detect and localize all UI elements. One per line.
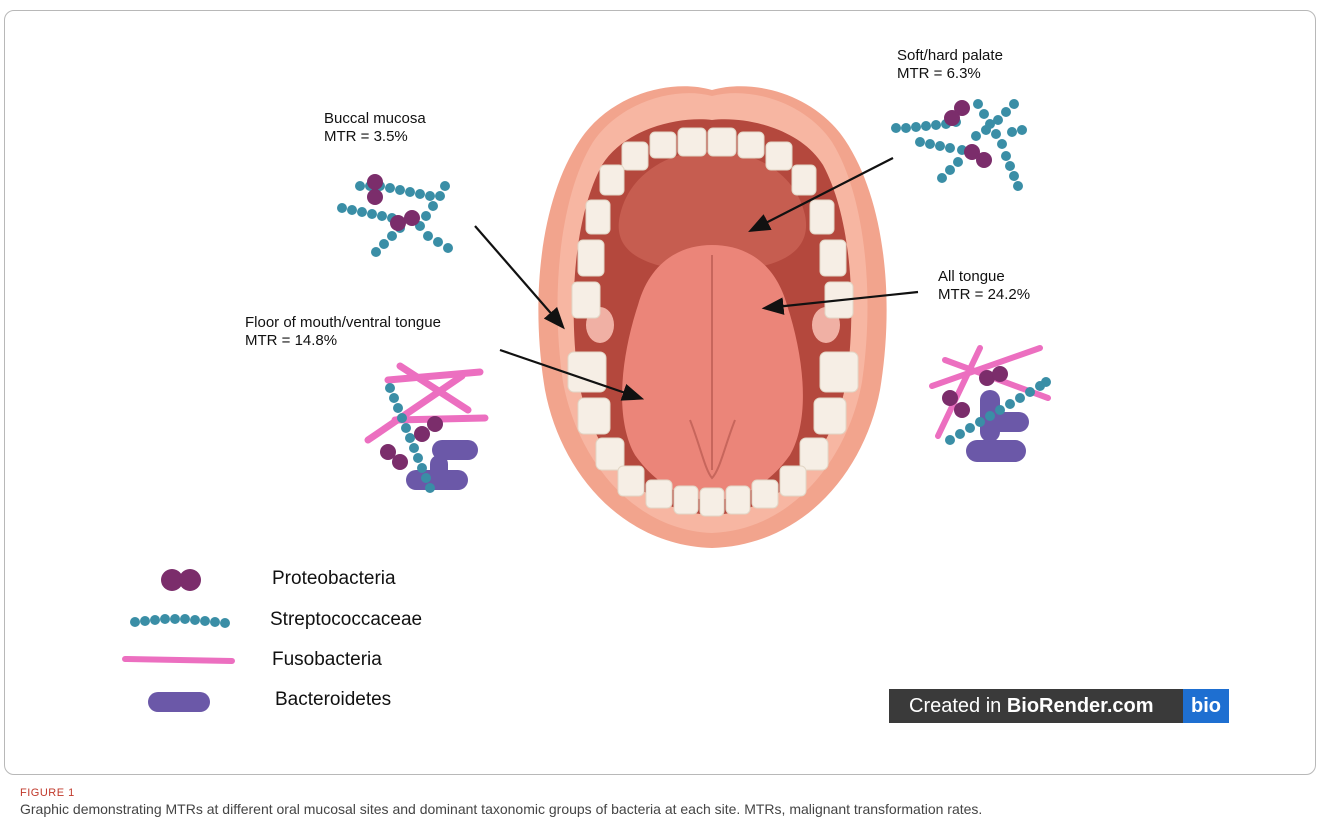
- buccal-site-label: Buccal mucosa MTR = 3.5%: [324, 110, 426, 146]
- floor-mtr-value: MTR = 14.8%: [245, 332, 441, 350]
- palate-mtr-value: MTR = 6.3%: [897, 65, 1003, 83]
- legend-label-proteobacteria: Proteobacteria: [272, 568, 396, 590]
- badge-prefix: Created in: [909, 695, 1007, 717]
- buccal-mtr-value: MTR = 3.5%: [324, 128, 426, 146]
- bacteria-cluster-tongue: [932, 348, 1051, 462]
- buccal-site-name: Buccal mucosa: [324, 110, 426, 128]
- tongue-site-label: All tongue MTR = 24.2%: [938, 268, 1030, 304]
- figure-label: FIGURE 1: [20, 787, 75, 799]
- floor-site-label: Floor of mouth/ventral tongue MTR = 14.8…: [245, 314, 441, 350]
- biorender-badge[interactable]: Created in BioRender.com bio: [889, 689, 1229, 723]
- bacteria-cluster-buccal: [337, 174, 453, 257]
- badge-brand: BioRender.com: [1007, 695, 1154, 717]
- palate-site-label: Soft/hard palate MTR = 6.3%: [897, 47, 1003, 83]
- legend-icons: [125, 569, 232, 712]
- figure-caption: Graphic demonstrating MTRs at different …: [20, 800, 1310, 818]
- floor-site-name: Floor of mouth/ventral tongue: [245, 314, 441, 332]
- tongue-site-name: All tongue: [938, 268, 1030, 286]
- chain-cocci-icon: [130, 614, 230, 628]
- rod-icon: [125, 659, 232, 661]
- legend-label-fusobacteria: Fusobacteria: [272, 649, 382, 671]
- diplococcus-icon: [161, 569, 201, 591]
- legend-label-bacteroidetes: Bacteroidetes: [275, 689, 391, 711]
- biorender-logo: bio: [1183, 689, 1229, 723]
- legend-label-streptococcaceae: Streptococcaceae: [270, 609, 422, 631]
- palate-site-name: Soft/hard palate: [897, 47, 1003, 65]
- bacteria-cluster-floor: [368, 366, 485, 493]
- figure-illustration: [0, 0, 1320, 780]
- capsule-icon: [148, 692, 210, 712]
- tongue-mtr-value: MTR = 24.2%: [938, 286, 1030, 304]
- bacteria-cluster-palate: [891, 99, 1027, 191]
